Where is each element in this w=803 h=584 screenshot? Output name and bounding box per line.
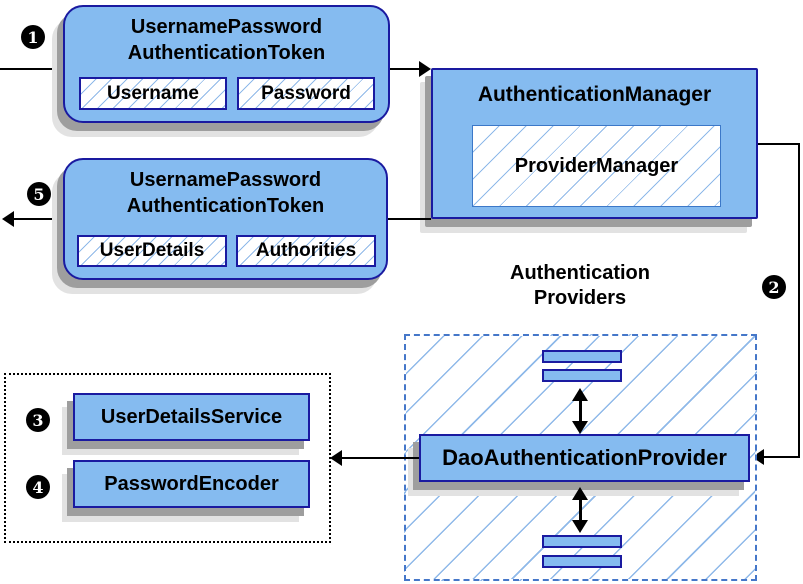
- response-token-title: UsernamePassword AuthenticationToken: [65, 167, 386, 219]
- request-token-title-line1: UsernamePassword: [130, 16, 323, 38]
- arrow-shaft: [578, 397, 582, 425]
- arrow-head-down: [572, 421, 588, 434]
- authentication-manager-title: AuthenticationManager: [477, 83, 712, 106]
- response-outgoing-arrow-head: [2, 211, 14, 227]
- password-encoder-node: PasswordEncoder: [73, 460, 310, 508]
- username-field-box: Username: [79, 77, 227, 110]
- dao-authentication-provider-node: DaoAuthenticationProvider: [419, 434, 750, 482]
- arrow-head-up: [572, 487, 588, 500]
- response-token-title-line2: AuthenticationToken: [126, 195, 325, 217]
- authorities-field-box: Authorities: [236, 235, 376, 267]
- manager-to-provider-line-bottom: [763, 456, 800, 458]
- provider-bar-bottom-2: [542, 555, 622, 568]
- step-4-badge: 4: [26, 475, 50, 499]
- step-3-badge: 3: [26, 408, 50, 432]
- manager-to-response-line: [388, 218, 431, 220]
- providers-heading: Authentication Providers: [460, 261, 700, 311]
- dao-to-collaborators-arrow-head: [330, 450, 342, 466]
- request-to-manager-arrow-head: [419, 61, 431, 77]
- arrow-shaft: [578, 496, 582, 524]
- userdetails-field-box: UserDetails: [77, 235, 227, 267]
- response-outgoing-arrow-shaft: [14, 218, 63, 220]
- request-to-manager-arrow-shaft: [390, 68, 420, 70]
- request-token-title-line2: AuthenticationToken: [127, 42, 326, 64]
- request-token-node: UsernamePassword AuthenticationToken Use…: [63, 5, 390, 123]
- authentication-manager-node: AuthenticationManager ProviderManager: [431, 68, 758, 219]
- providers-heading-line1: Authentication: [510, 262, 650, 284]
- step-2-badge: 2: [762, 275, 786, 299]
- provider-bar-bottom-1: [542, 535, 622, 548]
- bars-to-dao-arrow: [572, 388, 588, 434]
- step-1-badge: 1: [21, 25, 45, 49]
- manager-to-provider-line-top: [758, 143, 800, 145]
- manager-to-provider-line-vertical: [798, 143, 800, 458]
- incoming-request-line: [0, 68, 63, 70]
- provider-bar-top-1: [542, 350, 622, 363]
- collaborators-dotted-area: [4, 373, 331, 543]
- dao-to-collaborators-arrow-shaft: [342, 457, 419, 459]
- user-details-service-node: UserDetailsService: [73, 393, 310, 441]
- provider-manager-node: ProviderManager: [472, 125, 721, 207]
- response-token-node: UsernamePassword AuthenticationToken Use…: [63, 158, 388, 280]
- dao-to-bars-arrow: [572, 487, 588, 533]
- provider-bar-top-2: [542, 369, 622, 382]
- password-field-box: Password: [237, 77, 375, 110]
- step-5-badge: 5: [27, 182, 51, 206]
- arrow-head-up: [572, 388, 588, 401]
- response-token-title-line1: UsernamePassword: [129, 169, 322, 191]
- arrow-head-down: [572, 520, 588, 533]
- request-token-title: UsernamePassword AuthenticationToken: [65, 14, 388, 66]
- providers-heading-line2: Providers: [533, 287, 627, 309]
